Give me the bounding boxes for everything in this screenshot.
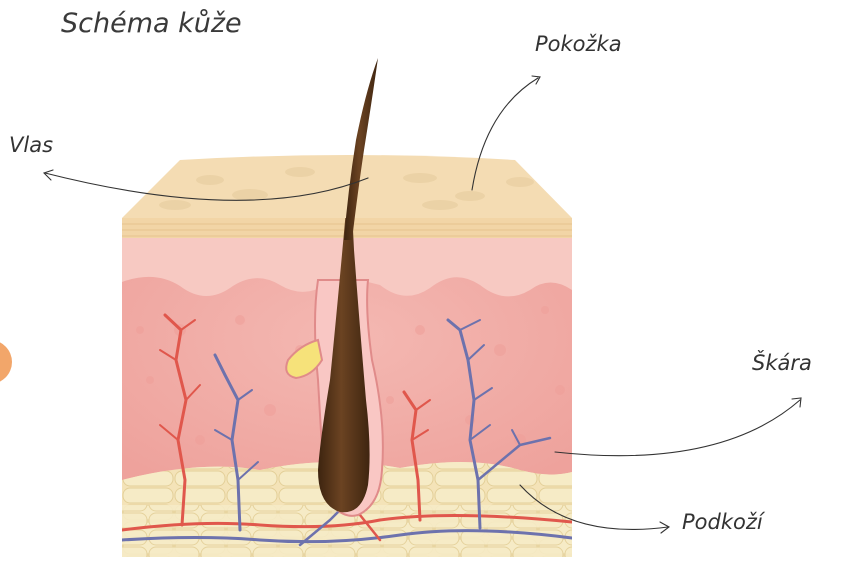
label-dermis: Škára xyxy=(752,351,812,375)
accent-circle xyxy=(0,340,12,384)
skara-arrow xyxy=(555,400,800,456)
diagram-title: Schéma kůže xyxy=(61,8,242,39)
label-epidermis: Pokožka xyxy=(535,32,622,56)
label-hair: Vlas xyxy=(9,133,53,157)
label-hypodermis: Podkoží xyxy=(682,510,763,534)
